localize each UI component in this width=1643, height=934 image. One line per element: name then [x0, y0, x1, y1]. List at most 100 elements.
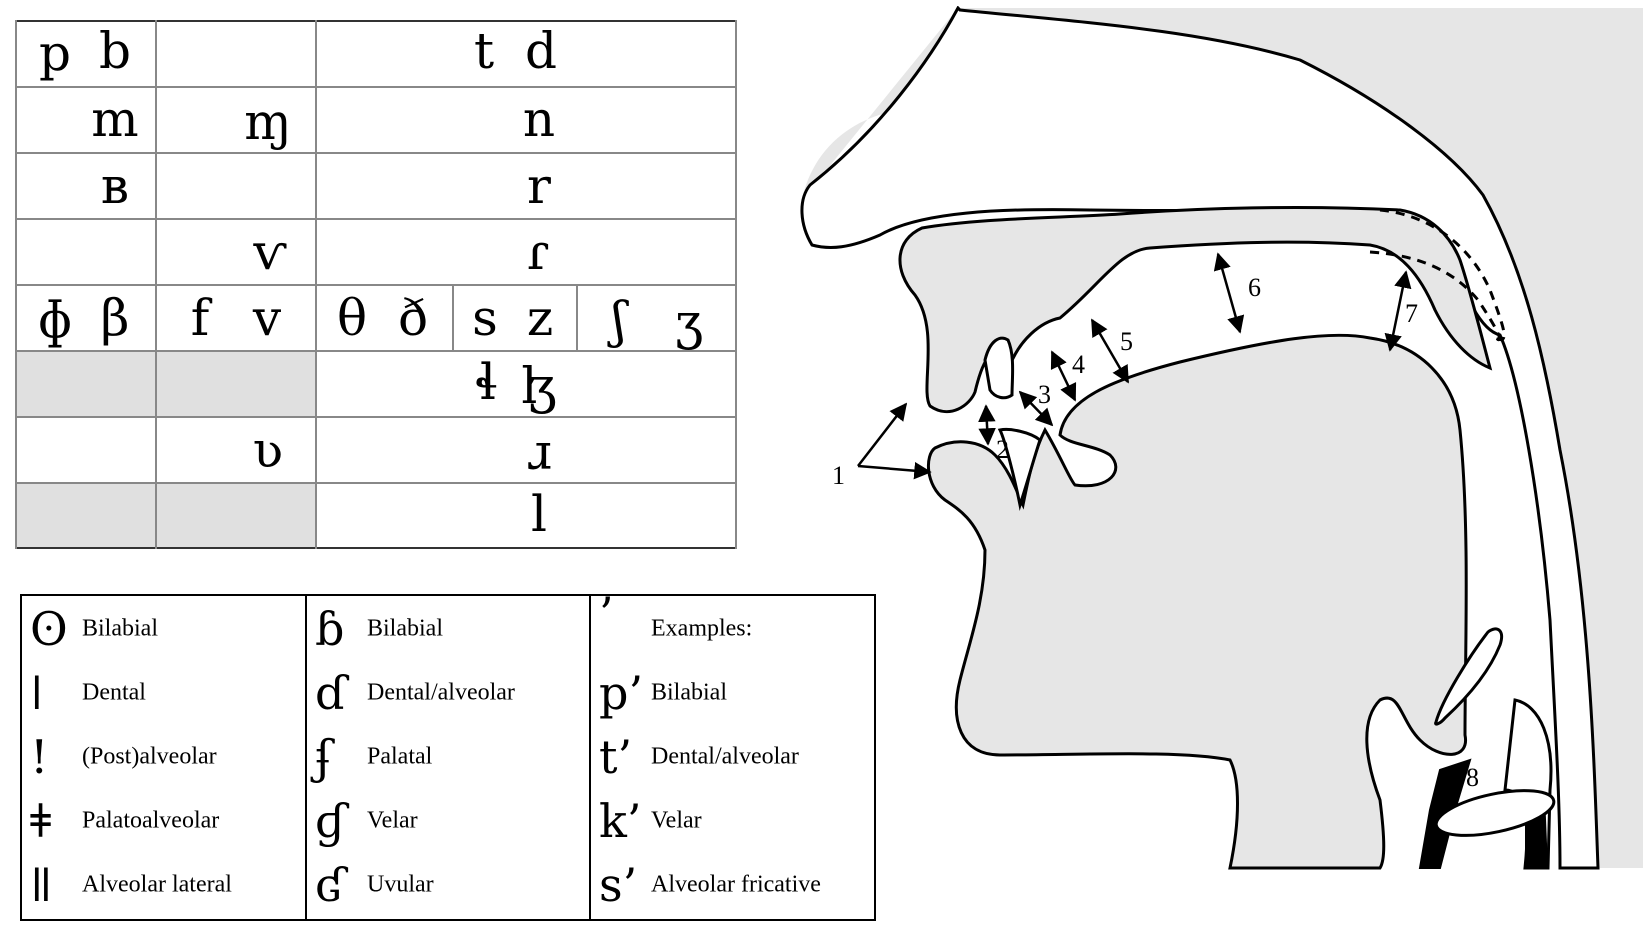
- ipa-symbol: m: [91, 90, 139, 148]
- velum-dashed: [1369, 250, 1501, 342]
- grid-line: [15, 547, 736, 549]
- arrow-7: [1384, 270, 1412, 352]
- lower-teeth: [997, 428, 1042, 511]
- nasal-cavity: [800, 6, 1600, 870]
- column-divider: [589, 596, 591, 919]
- arrow-6: [1213, 252, 1245, 334]
- implosive-symbol: ɗ: [315, 666, 347, 720]
- ejective-symbol: p’: [599, 666, 644, 720]
- grid-line: [15, 350, 736, 352]
- ipa-symbol: θ: [336, 289, 368, 347]
- ipa-symbol: n: [522, 90, 556, 148]
- grid-line: [576, 284, 578, 350]
- grid-line: [15, 86, 736, 88]
- legend-label: Alveolar fricative: [651, 871, 821, 898]
- ipa-symbol: ɹ: [526, 423, 552, 481]
- legend-label: Dental/alveolar: [651, 743, 799, 770]
- grid-line: [15, 152, 736, 154]
- grid-line: [735, 20, 737, 549]
- arrow-3: [1018, 390, 1054, 427]
- consonant-grid: p b t d m ɱ n ʙ r ⱱ ɾ ɸ β f v θ ð s z ʃ …: [15, 20, 775, 577]
- ejective-symbol: ’: [599, 587, 614, 642]
- ipa-symbol: l: [531, 485, 547, 543]
- legend-row: ’ Examples:: [591, 591, 874, 662]
- arrow-5: [1090, 318, 1130, 384]
- vocal-folds: [1434, 789, 1556, 837]
- legend-row: ǂ Palatoalveolar: [22, 788, 305, 854]
- upper-teeth: [983, 336, 1015, 400]
- ipa-symbol: d: [524, 22, 558, 80]
- ipa-symbol: p: [38, 24, 72, 82]
- shaded-cell: [15, 482, 155, 548]
- implosive-symbol: ɓ: [315, 602, 345, 656]
- grid-line: [15, 20, 736, 22]
- legend-label: Alveolar lateral: [82, 871, 232, 898]
- clicks-column: ʘ Bilabial ǀ Dental ! (Post)alveolar ǂ P…: [22, 596, 305, 919]
- legend-row: ʄ Palatal: [307, 724, 589, 790]
- ipa-symbol: v: [252, 289, 282, 347]
- pharynx-background: [802, 8, 1643, 868]
- arrow-1b: [857, 461, 932, 480]
- ejective-symbol: t’: [599, 730, 633, 784]
- ipa-symbol: ɮ: [521, 357, 557, 415]
- ejective-symbol: s’: [599, 858, 638, 912]
- legend-label: Bilabial: [82, 615, 158, 642]
- ipa-symbol: r: [527, 157, 551, 215]
- implosive-symbol: ɠ: [315, 794, 347, 848]
- ipa-symbol: ɱ: [244, 93, 292, 151]
- grid-line: [315, 20, 317, 549]
- column-divider: [305, 596, 307, 919]
- legend-label: Uvular: [367, 871, 434, 898]
- click-symbol: ǀ: [30, 666, 44, 720]
- click-symbol: ʘ: [30, 602, 68, 656]
- grid-line: [155, 20, 157, 549]
- implosive-symbol: ʛ: [315, 858, 346, 912]
- legend-row: s’ Alveolar fricative: [591, 852, 874, 918]
- legend-row: p’ Bilabial: [591, 660, 874, 726]
- legend-row: t’ Dental/alveolar: [591, 724, 874, 790]
- ipa-symbol: ʋ: [252, 421, 284, 479]
- ipa-symbol: z: [526, 289, 554, 347]
- legend-row: ɓ Bilabial: [307, 596, 589, 662]
- legend-row: ʘ Bilabial: [22, 596, 305, 662]
- ipa-symbol: ʃ: [612, 291, 626, 349]
- arrow-2: [978, 404, 996, 446]
- ipa-symbol: β: [100, 289, 130, 347]
- legend-label: Bilabial: [651, 679, 727, 706]
- legend-label: (Post)alveolar: [82, 743, 217, 770]
- grid-line: [15, 20, 17, 549]
- ipa-symbol: t: [473, 22, 495, 80]
- legend-label: Dental: [82, 679, 146, 706]
- ipa-symbol: b: [98, 22, 132, 80]
- label-3: 3: [1038, 380, 1051, 409]
- legend-label: Examples:: [651, 615, 753, 642]
- label-4: 4: [1072, 350, 1085, 379]
- velum-dashed: [1379, 208, 1506, 342]
- legend-row: ǀ Dental: [22, 660, 305, 726]
- shaded-cell: [155, 482, 315, 548]
- legend-row: k’ Velar: [591, 788, 874, 854]
- ipa-symbol: ɸ: [37, 291, 73, 349]
- shaded-cell: [15, 350, 155, 416]
- implosive-symbol: ʄ: [315, 730, 333, 784]
- label-7: 7: [1405, 299, 1418, 328]
- legend-label: Velar: [367, 807, 418, 834]
- click-symbol: ǁ: [30, 858, 53, 912]
- grid-line: [15, 416, 736, 418]
- legend-row: ɠ Velar: [307, 788, 589, 854]
- click-symbol: ǂ: [30, 794, 52, 848]
- arrow-4: [1050, 350, 1077, 402]
- tongue-jaw: [926, 333, 1468, 870]
- label-6: 6: [1248, 273, 1261, 302]
- non-pulmonic-legend: ʘ Bilabial ǀ Dental ! (Post)alveolar ǂ P…: [20, 591, 876, 921]
- click-symbol: !: [30, 730, 49, 784]
- ipa-symbol: ð: [397, 289, 429, 347]
- label-8: 8: [1466, 763, 1479, 792]
- label-2: 2: [996, 435, 1009, 464]
- grid-line: [452, 284, 454, 350]
- ipa-symbol: ʒ: [674, 293, 704, 351]
- ipa-symbol: ʙ: [100, 157, 130, 215]
- ipa-symbol: ɾ: [526, 223, 550, 281]
- grid-line: [15, 218, 736, 220]
- ipa-symbol: ⱱ: [253, 223, 287, 281]
